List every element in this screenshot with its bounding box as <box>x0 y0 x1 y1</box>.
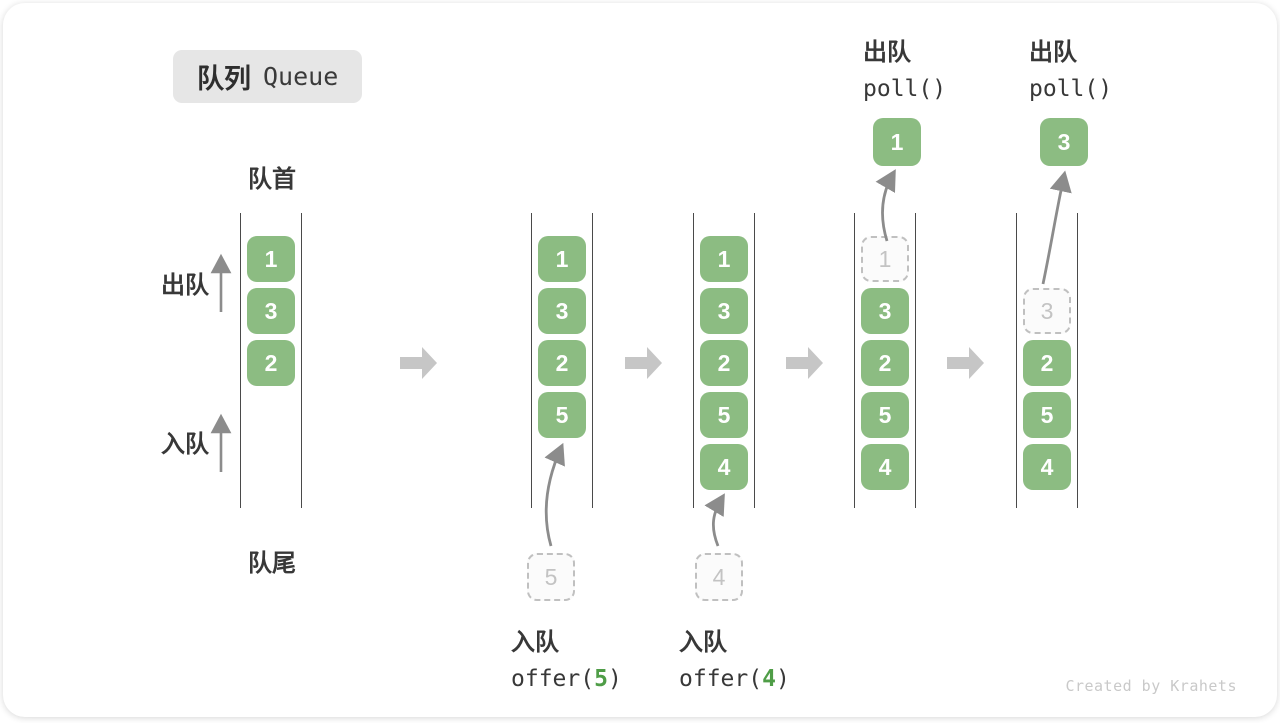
polled-value-box: 1 <box>873 118 921 166</box>
queue-cell: 2 <box>700 340 748 386</box>
queue-cell: 1 <box>700 236 748 282</box>
op-code: offer(5) <box>511 666 622 692</box>
code-arg: 4 <box>762 666 776 692</box>
op-enqueue-offer5: 入队 offer(5) <box>511 622 622 692</box>
label-dequeue-side: 出队 <box>161 272 209 299</box>
op-dequeue-poll-1: 出队 poll() <box>863 32 946 102</box>
queue-cell: 2 <box>1023 340 1071 386</box>
code-fn: offer( <box>679 666 763 692</box>
arrows-overlay <box>210 169 1072 547</box>
op-code: poll() <box>863 76 947 102</box>
code-close: ) <box>775 666 790 692</box>
title-en: Queue <box>263 62 339 91</box>
code-fn: offer( <box>511 666 595 692</box>
queue-cell: 3 <box>538 288 586 334</box>
op-code: poll() <box>1029 76 1113 102</box>
op-enqueue-offer4: 入队 offer(4) <box>679 622 790 692</box>
queue-cell: 2 <box>538 340 586 386</box>
polled-value-box: 3 <box>1040 118 1088 166</box>
label-enqueue-side: 入队 <box>161 431 209 458</box>
queue-cell: 1 <box>538 236 586 282</box>
queue-cell: 5 <box>861 392 909 438</box>
queue-cell: 5 <box>700 392 748 438</box>
queue-cell: 3 <box>700 288 748 334</box>
title-zh: 队列 <box>197 64 251 94</box>
queue-state-5: 3 2 5 4 <box>1016 213 1078 508</box>
queue-state-2: 1 3 2 5 <box>531 213 593 508</box>
queue-cell: 4 <box>700 444 748 490</box>
queue-cell: 5 <box>1023 392 1071 438</box>
queue-state-1: 1 3 2 <box>240 213 302 508</box>
queue-state-3: 1 3 2 5 4 <box>693 213 755 508</box>
queue-cell: 5 <box>538 392 586 438</box>
incoming-value-box: 4 <box>695 553 743 601</box>
watermark-credit: Created by Krahets <box>1065 677 1237 695</box>
op-title: 入队 <box>511 629 559 656</box>
queue-cell: 3 <box>861 288 909 334</box>
label-queue-rear: 队尾 <box>248 550 296 577</box>
queue-cell-removed: 1 <box>861 236 909 282</box>
queue-cell: 4 <box>1023 444 1071 490</box>
queue-cell-removed: 3 <box>1023 288 1071 334</box>
incoming-value-box: 5 <box>527 553 575 601</box>
state-transition-arrow-icon <box>625 347 662 379</box>
title-badge: 队列 Queue <box>173 50 363 103</box>
queue-cell: 3 <box>247 288 295 334</box>
queue-cell: 1 <box>247 236 295 282</box>
code-arg: 5 <box>594 666 608 692</box>
diagram-canvas: 队列 Queue 队首 队尾 出队 入队 1 3 2 1 3 2 5 1 3 2… <box>3 3 1277 717</box>
op-title: 出队 <box>1029 39 1077 66</box>
queue-state-4: 1 3 2 5 4 <box>854 213 916 508</box>
state-transition-arrow-icon <box>786 347 823 379</box>
label-queue-front: 队首 <box>248 166 296 193</box>
op-title: 入队 <box>679 629 727 656</box>
state-transition-arrow-icon <box>400 347 437 379</box>
queue-cell: 2 <box>861 340 909 386</box>
op-title: 出队 <box>863 39 911 66</box>
op-dequeue-poll-2: 出队 poll() <box>1029 32 1112 102</box>
queue-cell: 2 <box>247 340 295 386</box>
op-code: offer(4) <box>679 666 790 692</box>
queue-cell: 4 <box>861 444 909 490</box>
state-transition-arrow-icon <box>947 347 984 379</box>
code-close: ) <box>607 666 622 692</box>
